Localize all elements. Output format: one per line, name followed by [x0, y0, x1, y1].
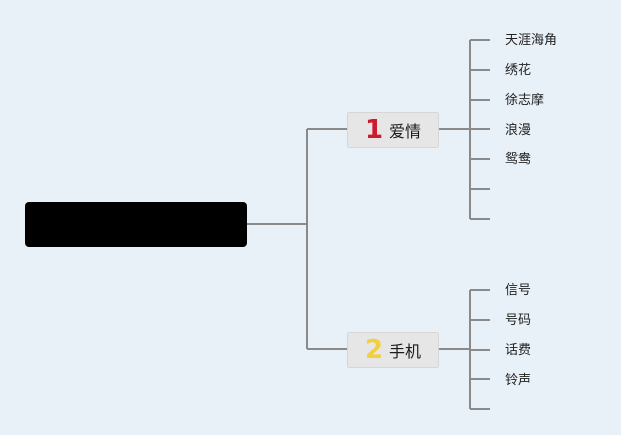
- leaf-node[interactable]: 号码: [505, 313, 532, 328]
- leaf-node[interactable]: 鸳鸯: [505, 152, 532, 167]
- leaf-node[interactable]: 天涯海角: [505, 33, 558, 48]
- leaf-node[interactable]: 话费: [505, 343, 532, 358]
- branch-node-love[interactable]: 1 爱情: [347, 112, 439, 148]
- branch-number-badge: 2: [364, 335, 384, 365]
- leaf-node[interactable]: 徐志摩: [505, 93, 545, 108]
- branch-label: 手机: [389, 342, 422, 361]
- leaf-node[interactable]: 绣花: [505, 63, 532, 78]
- branch-number-badge: 1: [364, 115, 384, 145]
- branch-node-phone[interactable]: 2 手机: [347, 332, 439, 368]
- root-node[interactable]: [25, 202, 247, 247]
- leaf-node[interactable]: 信号: [505, 283, 532, 298]
- leaf-node[interactable]: 铃声: [505, 373, 532, 388]
- leaf-node[interactable]: 浪漫: [505, 123, 532, 138]
- branch-label: 爱情: [389, 122, 422, 141]
